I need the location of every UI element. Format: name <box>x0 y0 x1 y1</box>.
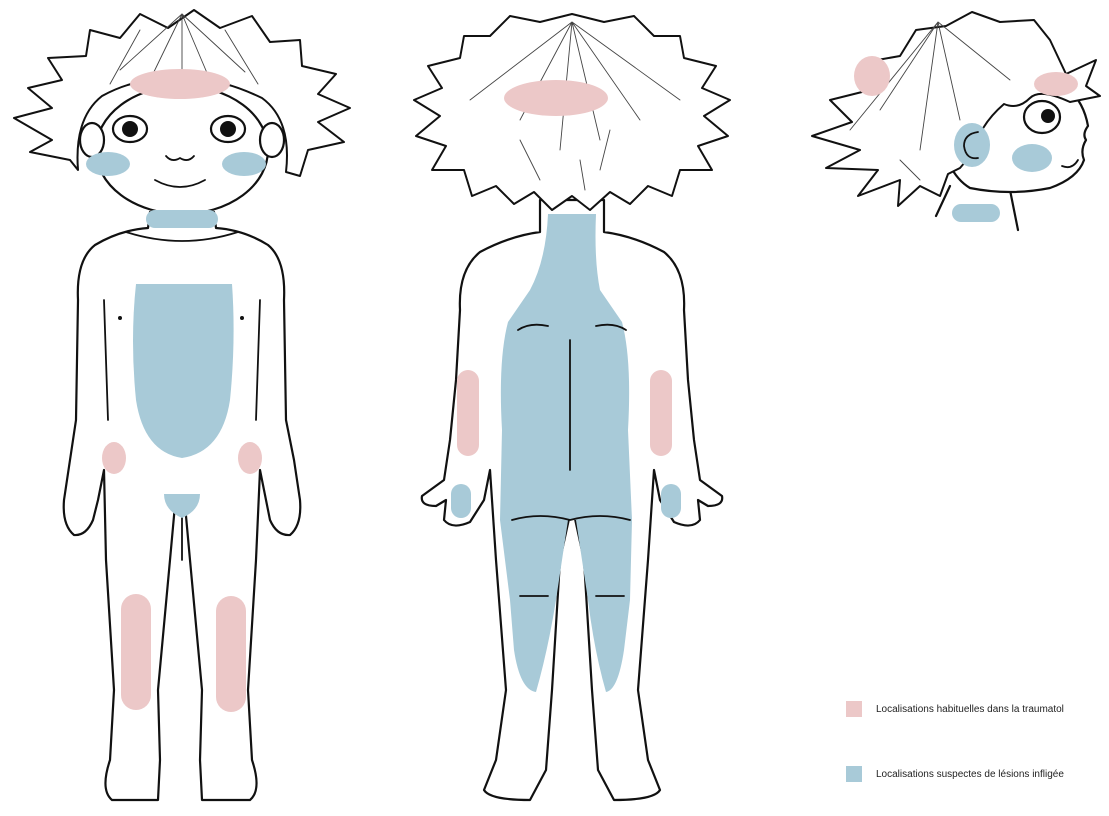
back-zone-right-hand <box>661 484 681 518</box>
front-zone-left-cheek <box>86 152 130 176</box>
profile-zone-forehead <box>1034 72 1078 96</box>
profile-zone-cheek <box>1012 144 1052 172</box>
front-zone-right-shin <box>216 596 246 712</box>
back-zone-left-forearm <box>457 370 479 456</box>
profile-zone-ear <box>954 123 990 167</box>
profile-zone-neck <box>952 204 1000 222</box>
legend-label-habitual: Localisations habituelles dans la trauma… <box>876 704 1064 715</box>
front-view <box>14 10 350 800</box>
front-right-ear <box>260 123 284 157</box>
legend-item-suspect: Localisations suspectes de lésions infli… <box>846 766 1064 782</box>
back-zone-right-forearm <box>650 370 672 456</box>
front-zone-left-shin <box>121 594 151 710</box>
profile-zone-back-of-head <box>854 56 890 96</box>
front-zone-neck <box>146 210 218 228</box>
legend-item-habitual: Localisations habituelles dans la trauma… <box>846 701 1064 717</box>
front-zone-right-hip <box>238 442 262 474</box>
front-left-pupil <box>122 121 138 137</box>
back-view <box>414 14 730 800</box>
profile-pupil <box>1041 109 1055 123</box>
legend-swatch-habitual <box>846 701 862 717</box>
back-zone-left-hand <box>451 484 471 518</box>
front-left-nipple <box>118 316 122 320</box>
front-face <box>96 86 268 214</box>
front-zone-chest-abdomen <box>133 284 234 458</box>
front-zone-forehead <box>130 69 230 99</box>
profile-view <box>812 12 1100 230</box>
front-zone-right-cheek <box>222 152 266 176</box>
front-right-pupil <box>220 121 236 137</box>
front-left-ear <box>80 123 104 157</box>
front-right-nipple <box>240 316 244 320</box>
front-zone-left-hip <box>102 442 126 474</box>
legend-swatch-suspect <box>846 766 862 782</box>
legend-label-suspect: Localisations suspectes de lésions infli… <box>876 769 1064 780</box>
back-zone-crown <box>504 80 608 116</box>
